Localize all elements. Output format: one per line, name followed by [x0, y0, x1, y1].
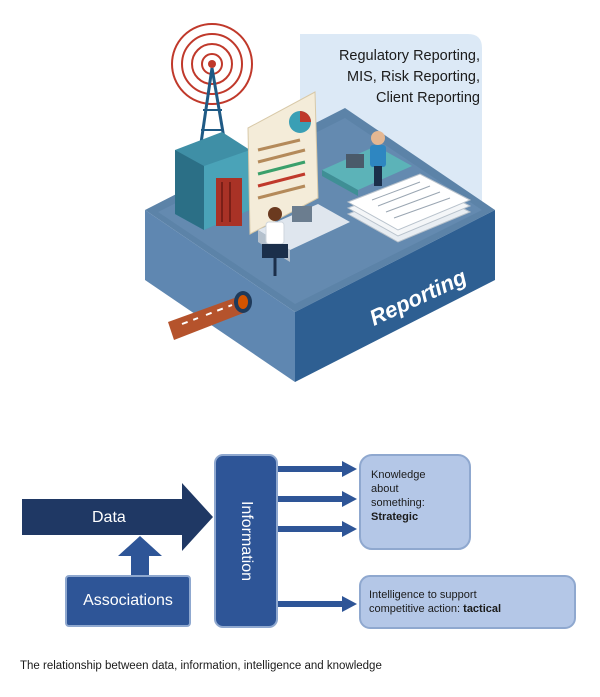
information-label: Information [238, 500, 256, 582]
worker-desk-icon [258, 204, 350, 276]
callout-line: MIS, Risk Reporting, [347, 69, 480, 85]
knowledge-line: Knowledge [371, 469, 426, 481]
intelligence-box [359, 575, 576, 629]
paper-stack-icon [346, 173, 472, 243]
associations-box [65, 575, 191, 627]
knowledge-line: about [371, 483, 399, 495]
knowledge-text: Knowledge about something: Strategic [371, 468, 425, 524]
callout-text: Regulatory Reporting, MIS, Risk Reportin… [310, 46, 480, 109]
knowledge-line: something: [371, 497, 425, 509]
figure-caption: The relationship between data, informati… [20, 660, 382, 672]
antenna-tower-icon [171, 23, 253, 151]
report-document-icon [247, 91, 319, 235]
data-pipe-icon [168, 291, 252, 340]
data-label: Data [92, 509, 126, 526]
knowledge-box [359, 454, 471, 550]
server-rack-icon [175, 132, 250, 230]
intelligence-line-1: Intelligence to support [369, 589, 477, 601]
data-arrow [22, 483, 213, 551]
associations-label: Associations [83, 592, 173, 609]
associations-up-arrow [118, 536, 162, 576]
knowledge-emphasis: Strategic [371, 511, 419, 523]
relationship-diagram [22, 454, 576, 629]
arrow-to-knowledge-2 [278, 491, 357, 507]
callout-line: Regulatory Reporting, [338, 48, 480, 64]
arrow-to-knowledge-1 [278, 461, 357, 477]
information-label-wrap: Information [215, 455, 277, 627]
arrow-to-intelligence [278, 596, 357, 612]
reporting-illustration: Reporting [145, 23, 495, 382]
arrow-to-knowledge-3 [278, 521, 357, 537]
information-arrows [278, 461, 357, 612]
information-box [214, 454, 278, 628]
intelligence-line-2-prefix: competitive action: [369, 603, 464, 615]
intelligence-text: Intelligence to support competitive acti… [369, 588, 501, 616]
intelligence-line-2: competitive action: tactical [369, 602, 501, 616]
analyst-desk-icon [322, 131, 412, 196]
callout-line: Client Reporting [376, 90, 480, 106]
intelligence-emphasis: tactical [463, 603, 502, 615]
